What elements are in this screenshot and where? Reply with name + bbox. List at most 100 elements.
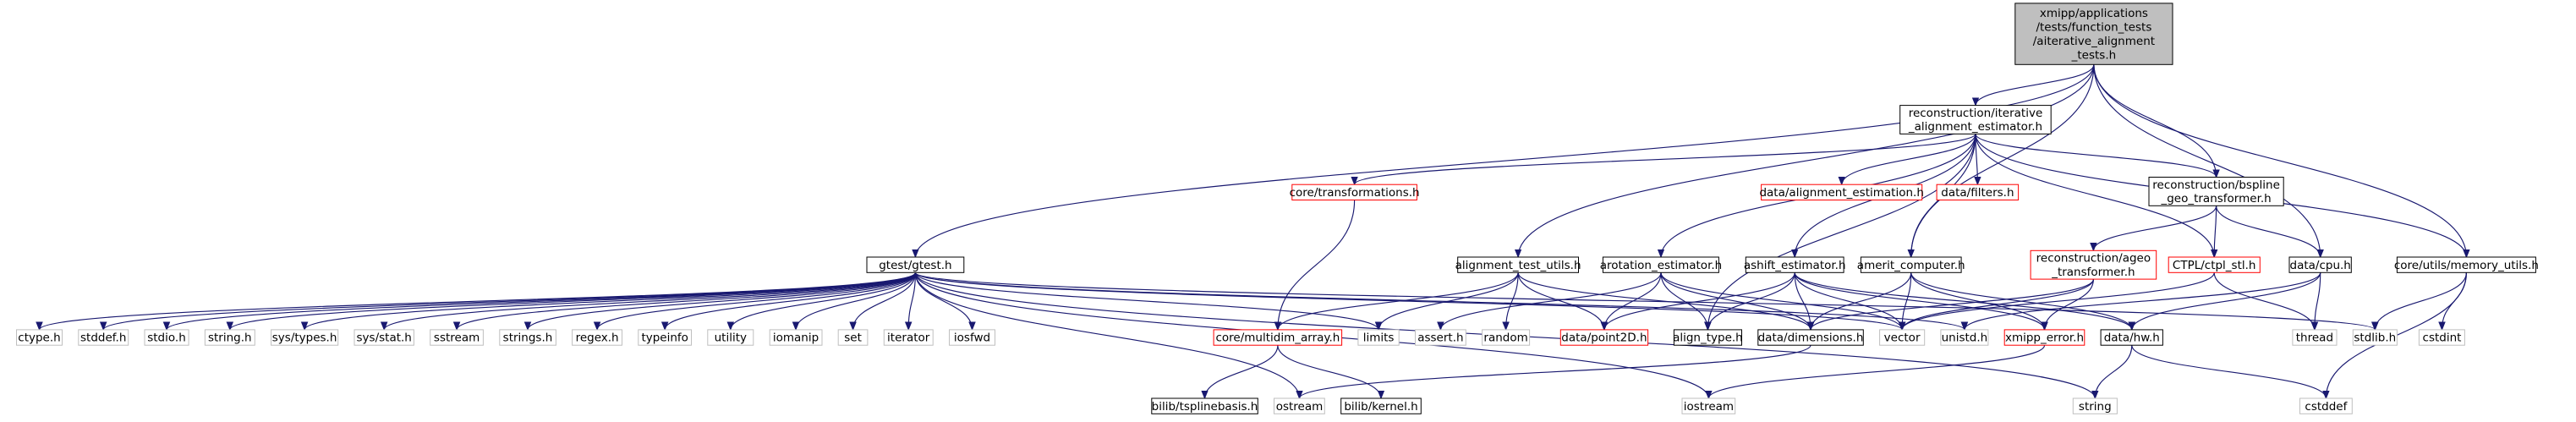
- edge-gtest-to-iomanip: [796, 272, 916, 330]
- nodes-layer: xmipp/applications/tests/function_tests/…: [16, 3, 2539, 414]
- node-label: sys/stat.h: [357, 332, 412, 345]
- node-box: [638, 329, 692, 346]
- node-label: reconstruction/iterative: [1909, 107, 2043, 120]
- node-bilib-tsplinebasis-h[interactable]: bilib/tsplinebasis.h: [1151, 397, 1258, 414]
- node-box: [2100, 329, 2163, 346]
- node-iosfwd[interactable]: iosfwd: [949, 329, 995, 346]
- edge-iter_align-to-align_type: [1707, 134, 1976, 330]
- edge-gtest-to-sys_types: [304, 272, 916, 331]
- node-thread[interactable]: thread: [2292, 329, 2338, 346]
- node-regex-h[interactable]: regex.h: [572, 329, 622, 346]
- node-alignment-test-utils-h[interactable]: alignment_test_utils.h: [1455, 256, 1581, 273]
- node-data-filters-h[interactable]: data/filters.h: [1936, 184, 2020, 200]
- edge-arot-to-assert_h: [1440, 272, 1662, 331]
- node-random[interactable]: random: [1482, 329, 1531, 346]
- node-box: [1673, 329, 1743, 346]
- node-label: alignment_test_utils.h: [1455, 259, 1581, 272]
- node-stdio-h[interactable]: stdio.h: [144, 329, 189, 346]
- node-vector[interactable]: vector: [1879, 329, 1926, 346]
- node-ctpl-ctpl-stl-h[interactable]: CTPL/ctpl_stl.h: [2168, 256, 2261, 273]
- edge-ashift-to-point2d: [1604, 272, 1795, 331]
- node-label: iostream: [1684, 400, 1734, 414]
- node-utility[interactable]: utility: [707, 329, 754, 346]
- edge-gtest-to-iterator: [908, 272, 916, 330]
- edge-ctpl-to-vector: [1902, 272, 2215, 331]
- node-reconstruction-ageo-transformer-h[interactable]: reconstruction/ageo_transformer.h: [2030, 249, 2157, 280]
- node-label: data/dimensions.h: [1758, 332, 1864, 345]
- node-box: [707, 329, 754, 346]
- node-strings-h[interactable]: strings.h: [499, 329, 556, 346]
- node-typeinfo[interactable]: typeinfo: [638, 329, 692, 346]
- node-stdlib-h[interactable]: stdlib.h: [2352, 329, 2398, 346]
- node-set[interactable]: set: [837, 329, 869, 346]
- node-reconstruction-bspline-geo-transformer-h[interactable]: reconstruction/bspline_geo_transformer.h: [2148, 177, 2284, 206]
- node-box: [2014, 3, 2173, 65]
- node-label: xmipp_error.h: [2005, 332, 2084, 345]
- edge-gtest-to-sys_stat: [384, 272, 916, 331]
- node-iomanip[interactable]: iomanip: [769, 329, 823, 346]
- node-data-cpu-h[interactable]: data/cpu.h: [2288, 256, 2352, 273]
- node-data-point2d-h[interactable]: data/point2D.h: [1559, 329, 1649, 346]
- node-amerit-computer-h[interactable]: amerit_computer.h: [1857, 256, 1965, 273]
- node-box: [2352, 329, 2398, 346]
- node-core-multidim-array-h[interactable]: core/multidim_array.h: [1213, 329, 1343, 346]
- edge-gtest-to-ctype: [40, 271, 916, 331]
- node-ostream[interactable]: ostream: [1274, 397, 1325, 414]
- node-box: [1940, 329, 1989, 346]
- edge-xmipp_error-to-iostream: [1708, 345, 2046, 399]
- edge-memory_utils-to-stdlib: [2375, 272, 2467, 330]
- node-box: [2292, 329, 2338, 346]
- node-cstddef[interactable]: cstddef: [2299, 397, 2353, 414]
- edge-gtest-to-utility: [731, 272, 916, 331]
- node-box: [2288, 256, 2352, 273]
- node-string[interactable]: string: [2072, 397, 2118, 414]
- node-label: sstream: [434, 332, 480, 345]
- node-label: core/multidim_array.h: [1215, 332, 1340, 345]
- node-data-hw-h[interactable]: data/hw.h: [2100, 329, 2163, 346]
- node-box: [883, 329, 934, 346]
- node-box: [769, 329, 823, 346]
- node-iostream[interactable]: iostream: [1681, 397, 1736, 414]
- node-label: regex.h: [576, 332, 619, 345]
- node-xmipp-error-h[interactable]: xmipp_error.h: [2003, 329, 2085, 346]
- node-align-type-h[interactable]: align_type.h: [1673, 329, 1743, 346]
- node-stddef-h[interactable]: stddef.h: [78, 329, 129, 346]
- node-core-utils-memory-utils-h[interactable]: core/utils/memory_utils.h: [2394, 256, 2539, 273]
- node-label: data/cpu.h: [2290, 259, 2351, 272]
- node-sys-stat-h[interactable]: sys/stat.h: [354, 329, 414, 346]
- node-iterator[interactable]: iterator: [883, 329, 934, 346]
- node-ashift-estimator-h[interactable]: ashift_estimator.h: [1744, 256, 1846, 273]
- node-sstream[interactable]: sstream: [430, 329, 484, 346]
- node-xmipp-applications-tests-function-tests-aiterative-alignment-tests-h[interactable]: xmipp/applications/tests/function_tests/…: [2014, 3, 2173, 65]
- node-label: core/utils/memory_utils.h: [2394, 259, 2539, 272]
- node-cstdint[interactable]: cstdint: [2418, 329, 2465, 346]
- node-data-alignment-estimation-h[interactable]: data/alignment_estimation.h: [1759, 184, 1924, 200]
- node-core-transformations-h[interactable]: core/transformations.h: [1290, 184, 1420, 200]
- node-label: iterator: [887, 332, 930, 345]
- node-box: [2168, 256, 2261, 273]
- node-box: [1879, 329, 1926, 346]
- node-box: [1357, 329, 1400, 346]
- node-limits[interactable]: limits: [1357, 329, 1400, 346]
- edge-root-to-gtest: [915, 64, 2095, 257]
- node-data-dimensions-h[interactable]: data/dimensions.h: [1757, 329, 1864, 346]
- node-ctype-h[interactable]: ctype.h: [16, 329, 63, 346]
- node-arotation-estimator-h[interactable]: arotation_estimator.h: [1600, 256, 1722, 273]
- node-label: limits: [1363, 332, 1395, 345]
- node-bilib-kernel-h[interactable]: bilib/kernel.h: [1340, 397, 1422, 414]
- edge-ageo-to-dimensions: [1811, 278, 2094, 331]
- node-unistd-h[interactable]: unistd.h: [1940, 329, 1989, 346]
- node-label: vector: [1884, 332, 1921, 345]
- node-reconstruction-iterative-alignment-estimator-h[interactable]: reconstruction/iterative_alignment_estim…: [1899, 105, 2052, 134]
- node-sys-types-h[interactable]: sys/types.h: [271, 329, 339, 346]
- node-label: iosfwd: [954, 332, 990, 345]
- node-label: reconstruction/bspline: [2152, 178, 2280, 192]
- node-string-h[interactable]: string.h: [204, 329, 255, 346]
- node-box: [1761, 184, 1923, 200]
- node-label: unistd.h: [1942, 332, 1988, 345]
- node-box: [1340, 397, 1422, 414]
- node-gtest-gtest-h[interactable]: gtest/gtest.h: [866, 256, 965, 273]
- edge-iter_align-to-ctpl: [1975, 134, 2214, 257]
- node-assert-h[interactable]: assert.h: [1415, 329, 1466, 346]
